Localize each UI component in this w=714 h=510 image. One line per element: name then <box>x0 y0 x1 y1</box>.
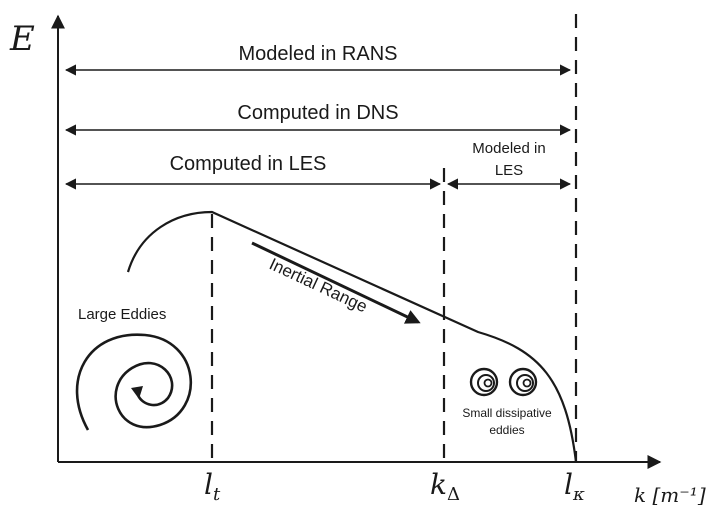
rans-range-label: Modeled in RANS <box>239 43 398 65</box>
small-eddies-label-line1: Small dissipative <box>462 406 552 420</box>
small-eddies-label-line2: eddies <box>489 423 524 437</box>
les-computed-range-label: Computed in LES <box>170 153 327 175</box>
small-eddy-right-icon <box>508 367 538 397</box>
small-eddy-left-icon <box>469 367 499 397</box>
lt-tick-label: lt <box>204 468 221 505</box>
inertial-range-arrow <box>251 241 421 324</box>
les-modeled-range-label-line2: LES <box>495 162 523 179</box>
energy-spectrum-curve <box>126 210 578 463</box>
x-axis-label: k [m⁻¹] <box>634 483 706 507</box>
inertial-range-label: Inertial Range <box>266 254 370 316</box>
large-eddy-spiral-icon <box>75 333 193 431</box>
dns-range-label: Computed in DNS <box>237 102 398 124</box>
les-modeled-range-label-line1: Modeled in <box>472 140 545 157</box>
kdelta-tick-label: kΔ <box>430 468 460 505</box>
large-eddy-arrowhead-icon <box>131 386 143 399</box>
large-eddies-label: Large Eddies <box>78 306 166 323</box>
lkappa-tick-label: lκ <box>564 468 585 505</box>
y-axis-label: E <box>9 19 35 59</box>
